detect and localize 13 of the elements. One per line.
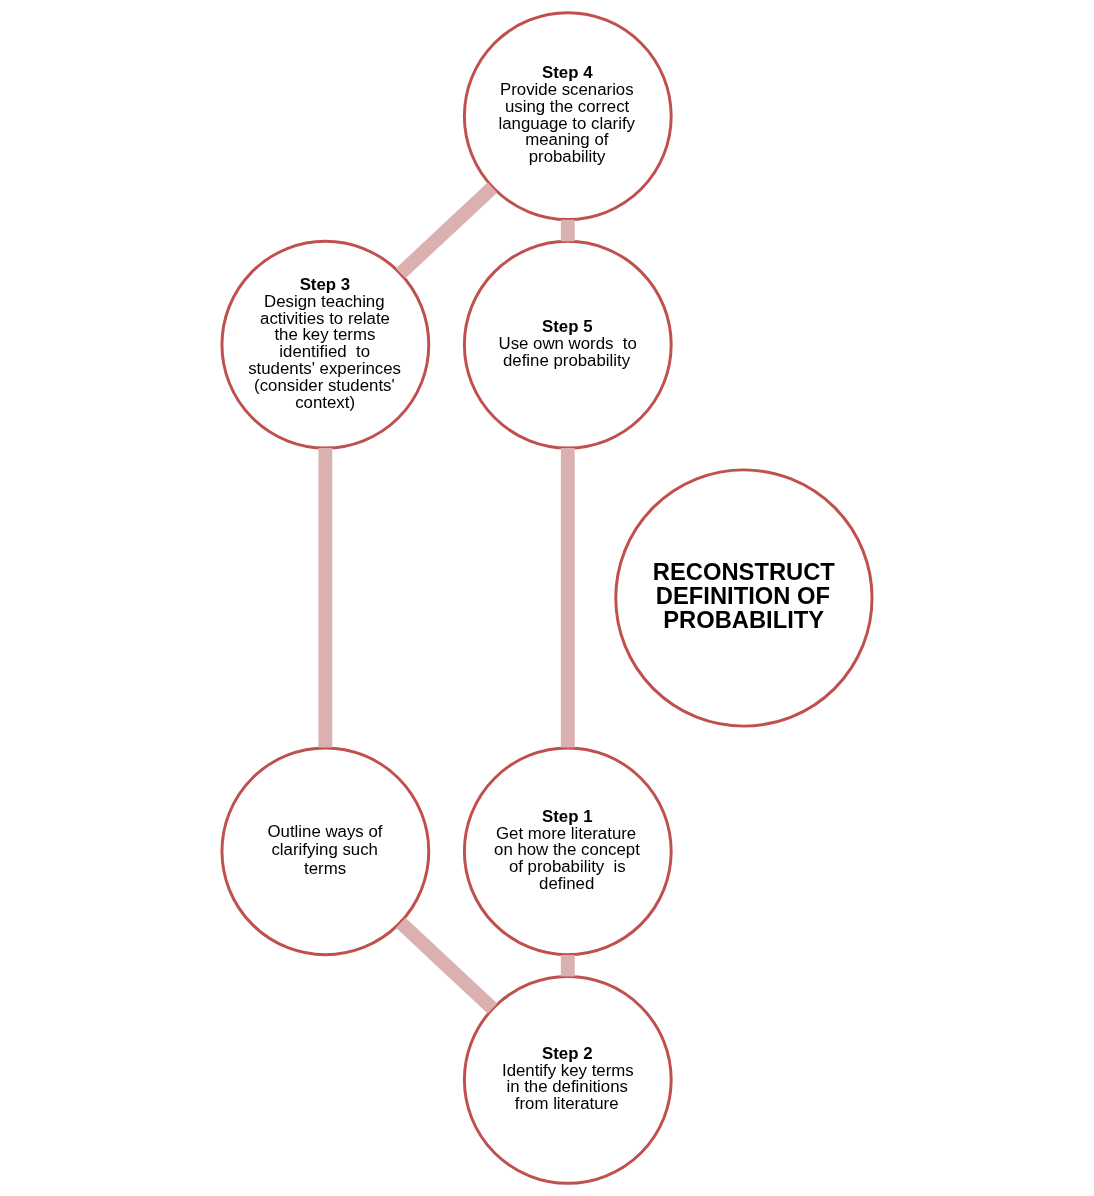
node-circle: Step 4 Provide scenarios using the correct language to clarify meaning of probability	[462, 11, 673, 221]
connector	[396, 917, 498, 1014]
node-circle: Step 3 Design teaching activities to relate the key terms identified to students' experinces (consider students' context)	[220, 239, 431, 450]
node-circle: Step 1 Get more literature on how the concept of probability is defined	[462, 746, 673, 957]
node-circle: Outline ways of clarifying such terms	[220, 746, 431, 957]
connector	[560, 219, 575, 242]
connector	[318, 448, 333, 748]
node-circle: Step 2 Identify key terms in the definitions from literature	[462, 975, 673, 1185]
connector	[395, 182, 498, 279]
node-circle: RECONSTRUCT DEFINITION OF PROBABILITY	[614, 468, 874, 728]
connector	[560, 955, 575, 977]
node-circle: Step 5 Use own words to define probability	[462, 239, 673, 450]
connector	[560, 448, 575, 748]
